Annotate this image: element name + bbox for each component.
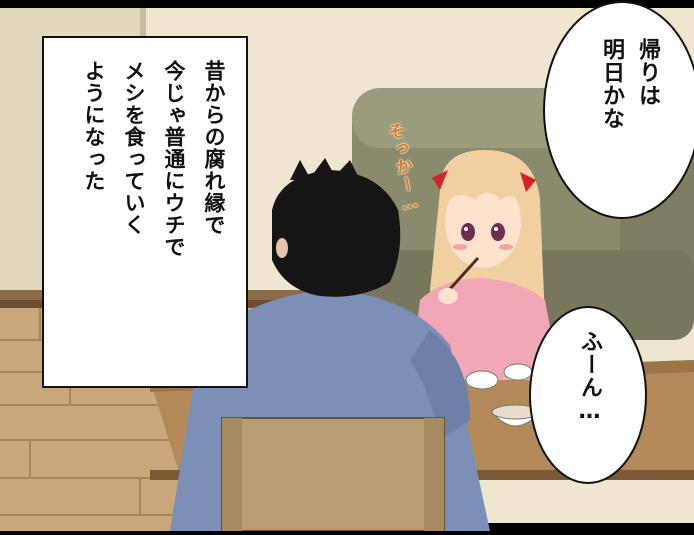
speech-bubble-top-right [543, 1, 694, 219]
ribbon-right [520, 172, 536, 192]
caption-line-2: 今じゃ普通にウチで [162, 60, 186, 258]
bowls [465, 363, 542, 427]
speech-bubble-bottom-right [529, 306, 647, 484]
ribbon-left [432, 170, 448, 190]
caption-line-3: メシを食っていく [122, 60, 146, 236]
bubble-top-right-line-1: 帰りは [635, 38, 660, 107]
caption-line-4: ようになった [82, 60, 106, 192]
girl-figure [410, 150, 560, 380]
bubble-top-right-line-2: 明日かな [599, 38, 624, 130]
narration-caption-box: 昔からの腐れ縁で 今じゃ普通にウチで メシを食っていく ようになった [42, 36, 248, 388]
chair [221, 417, 445, 532]
caption-line-1: 昔からの腐れ縁で [202, 60, 226, 236]
bubble-bottom-right-line-1: ふーん… [577, 330, 602, 425]
